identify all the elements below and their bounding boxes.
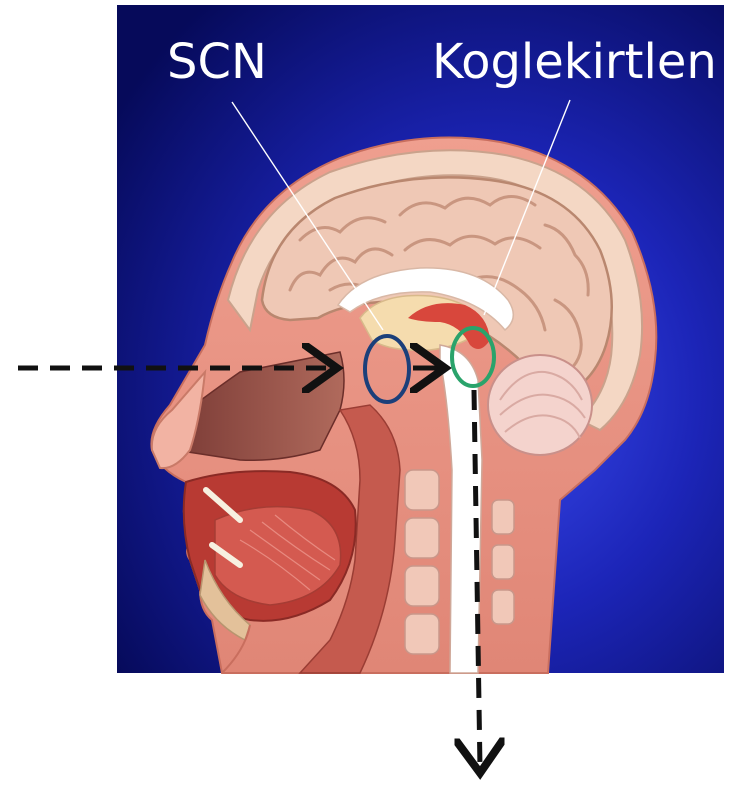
pineal-label: Koglekirtlen [432,34,717,90]
scn-label: SCN [167,34,267,90]
cerebellum [488,355,592,455]
